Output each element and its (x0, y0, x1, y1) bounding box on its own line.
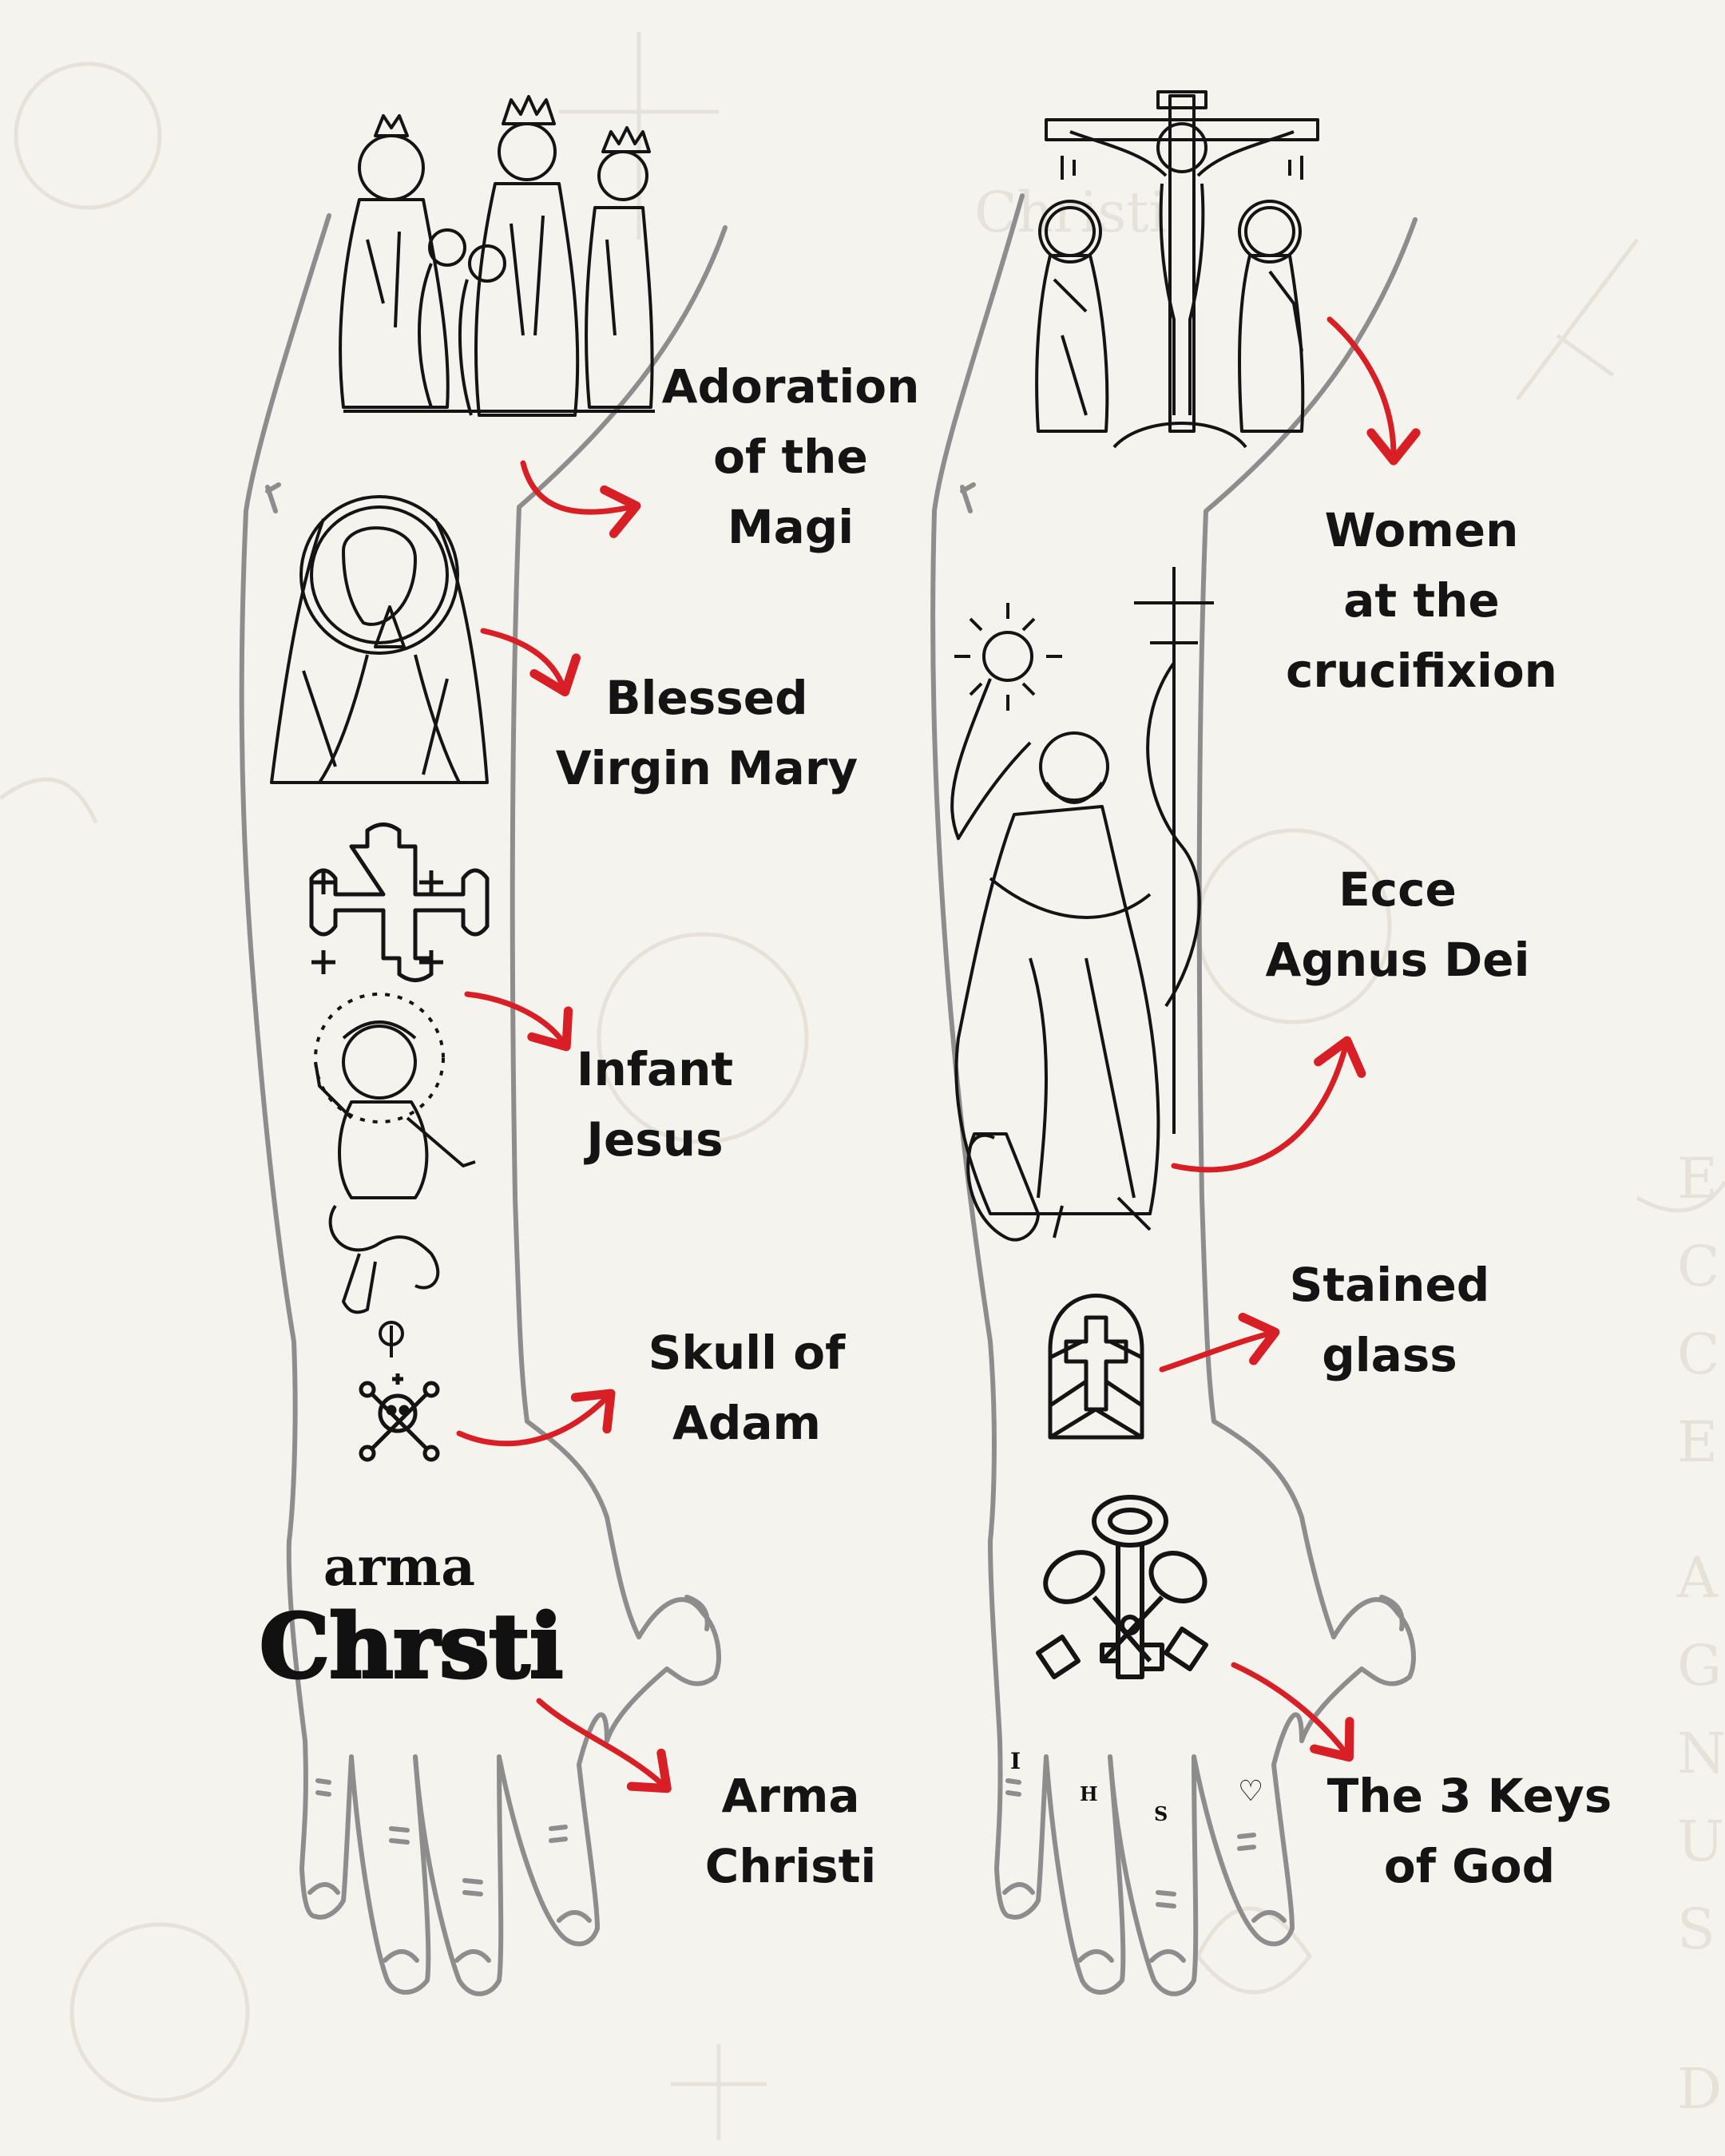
arma-christi-lettering: arma Chrsti (258, 1536, 565, 1699)
jerusalem-cross-icon (309, 822, 490, 982)
label-ecce-agnus-dei: Ecce Agnus Dei (1258, 854, 1537, 995)
label-line: Jesus (586, 1112, 724, 1167)
label-line: Women (1324, 503, 1519, 557)
label-line: Christi (704, 1839, 877, 1893)
label-line: Skull of (648, 1326, 846, 1380)
left-arm-outline (239, 213, 728, 1996)
arrow-women (1326, 316, 1421, 466)
wm-letter: C (1677, 1234, 1720, 1299)
wm-letter: A (1676, 1545, 1719, 1611)
wm-letter: G (1677, 1633, 1722, 1698)
john-baptist-icon (950, 567, 1214, 1242)
background-watermark (0, 32, 1725, 2140)
adoration-magi-icon (339, 95, 655, 417)
label-line: Arma (721, 1769, 860, 1823)
label-skull-adam: Skull of Adam (639, 1318, 855, 1458)
label-line: Agnus Dei (1265, 933, 1530, 987)
infant-jesus-icon (314, 993, 476, 1357)
wm-letter: U (1677, 1809, 1724, 1874)
arrow-infant-jesus (464, 991, 573, 1052)
label-line: of the (713, 430, 868, 484)
wm-letter: E (1677, 1146, 1718, 1211)
label-line: Blessed (605, 671, 808, 725)
arrow-keys (1231, 1662, 1354, 1762)
skull-crossbones-icon (359, 1373, 440, 1462)
label-infant-jesus: Infant Jesus (559, 1034, 751, 1175)
label-line: The 3 Keys (1326, 1769, 1612, 1823)
label-line: glass (1322, 1328, 1457, 1382)
wm-letter: S (1677, 1896, 1715, 1962)
label-line: Infant (576, 1042, 734, 1096)
three-keys-icon (1036, 1495, 1208, 1679)
label-three-keys: The 3 Keys of God (1326, 1761, 1613, 1901)
label-line: Adam (672, 1396, 821, 1450)
ihs-letter-h: H (1080, 1782, 1098, 1805)
right-arm-outline (930, 193, 1418, 1996)
label-virgin-mary: Blessed Virgin Mary (547, 663, 866, 803)
arma-word: arma (323, 1536, 475, 1598)
label-stained-glass: Stained glass (1278, 1250, 1501, 1390)
christi-word: Chrsti (260, 1595, 563, 1698)
heart-knuckle-icon: ♡ (1238, 1774, 1263, 1808)
label-women-crucifixion: Women at the crucifixion (1278, 495, 1565, 706)
watermark-title: Christi (974, 180, 1167, 245)
label-line: at the (1343, 573, 1500, 628)
wm-letter: E (1677, 1409, 1718, 1475)
ihs-letter-s: S (1154, 1802, 1168, 1825)
wm-letter: D (1677, 2056, 1722, 2122)
crucifixion-icon (1035, 90, 1319, 449)
wm-letter: C (1677, 1322, 1720, 1387)
label-line: of God (1383, 1839, 1556, 1893)
arrows (456, 316, 1421, 1793)
arrow-virgin-mary (480, 628, 581, 697)
ihs-letter-i: I (1010, 1748, 1021, 1774)
wm-letter: N (1677, 1721, 1725, 1786)
label-arma-christi: Arma Christi (687, 1761, 894, 1901)
arrow-ecce (1171, 1036, 1366, 1173)
arrow-skull (456, 1389, 616, 1447)
label-line: Stained (1289, 1258, 1490, 1312)
virgin-mary-icon (270, 495, 489, 784)
arrow-adoration (520, 460, 641, 538)
watermark-side-letters: E C C E A G N U S D (1676, 1146, 1725, 2122)
label-adoration-magi: Adoration of the Magi (647, 351, 934, 562)
label-line: Adoration (661, 359, 920, 414)
ihs-knuckle-tattoos: I H S ♡ (1010, 1748, 1263, 1825)
label-line: crucifixion (1286, 644, 1557, 698)
stained-glass-icon (1048, 1294, 1144, 1440)
arrow-arma-christi (536, 1698, 672, 1793)
label-line: Ecce (1338, 862, 1457, 917)
label-line: Magi (727, 500, 855, 554)
label-line: Virgin Mary (555, 741, 859, 795)
arrow-stained (1159, 1313, 1280, 1373)
